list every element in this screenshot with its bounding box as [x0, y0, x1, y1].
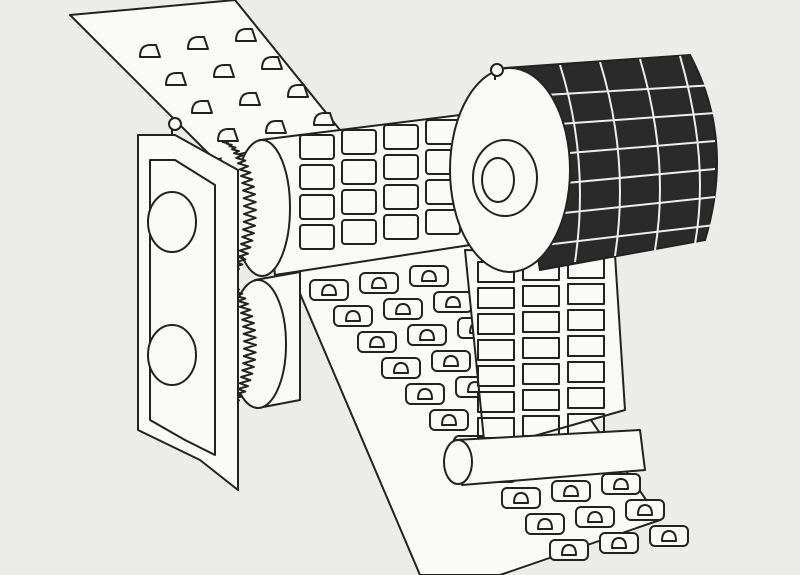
side-frame [137, 117, 239, 491]
blister-pocket [395, 303, 411, 315]
blister-pocket [611, 537, 627, 549]
blister-cell [381, 357, 421, 379]
guide-roller [443, 429, 646, 486]
blister-pocket [369, 336, 385, 348]
blister-cell [551, 480, 591, 502]
foil-cell [567, 361, 605, 383]
blister-pocket [445, 296, 461, 308]
foil-cell [477, 365, 515, 387]
seal-grid-line [544, 196, 716, 216]
blister-cell [575, 506, 615, 528]
forming-cavity [383, 184, 419, 210]
blister-cell [357, 331, 397, 353]
blister-pocket [235, 28, 257, 42]
foil-cell [522, 285, 560, 307]
blister-pocket [139, 44, 161, 58]
forming-cavity [299, 134, 335, 160]
forming-cavity [299, 164, 335, 190]
seal-grid-line [544, 84, 716, 96]
blister-pocket [419, 329, 435, 341]
lidding-foil-web [464, 249, 626, 451]
foil-cell [522, 389, 560, 411]
blister-pocket [441, 414, 457, 426]
blister-pocket [287, 84, 309, 98]
foil-cell [477, 339, 515, 361]
blister-pocket [191, 100, 213, 114]
seal-grid-line [544, 140, 716, 156]
blister-cell [409, 265, 449, 287]
forming-cavity [383, 154, 419, 180]
blister-web [289, 244, 689, 575]
blister-cell [407, 324, 447, 346]
forming-cavity [341, 219, 377, 245]
seal-grid-line [559, 64, 581, 263]
blister-cell [525, 513, 565, 535]
blister-pocket [217, 128, 239, 142]
blister-pocket [637, 504, 653, 516]
blister-pocket [537, 518, 553, 530]
blister-cell [549, 539, 589, 561]
forming-cavity [299, 224, 335, 250]
blister-pocket [443, 355, 459, 367]
seal-grid-line [544, 112, 716, 126]
foil-cell [567, 283, 605, 305]
blister-cell [333, 305, 373, 327]
blister-pocket [345, 310, 361, 322]
forming-cavity [383, 124, 419, 150]
foil-cell [477, 287, 515, 309]
forming-cavity [341, 159, 377, 185]
foil-cell [567, 387, 605, 409]
blister-pocket [563, 485, 579, 497]
seal-grid-line [639, 58, 661, 251]
blister-cell [383, 298, 423, 320]
forming-cavity [341, 189, 377, 215]
blister-cell [501, 487, 541, 509]
blister-pocket [213, 64, 235, 78]
blister-pocket [165, 72, 187, 86]
blister-cell [599, 532, 639, 554]
blister-cell [649, 525, 689, 547]
foil-cell [522, 363, 560, 385]
sealing-drum [449, 53, 718, 273]
seal-grid-line [679, 55, 701, 245]
blister-pocket [513, 492, 529, 504]
blister-pocket [321, 284, 337, 296]
blister-pocket [661, 530, 677, 542]
blister-pocket [187, 36, 209, 50]
blister-pocket [587, 511, 603, 523]
forming-cavity [341, 129, 377, 155]
blister-cell [359, 272, 399, 294]
blister-pocket [613, 478, 629, 490]
seal-grid-line [544, 168, 716, 186]
blister-pocket [421, 270, 437, 282]
forming-cavity [299, 194, 335, 220]
blister-cell [431, 350, 471, 372]
foil-cell [477, 313, 515, 335]
blister-cell [601, 473, 641, 495]
seal-grid-line [599, 61, 621, 257]
incoming-film-strip [69, 0, 341, 161]
blister-pocket [313, 112, 335, 126]
blister-pocket [261, 56, 283, 70]
foil-cell [567, 309, 605, 331]
blister-cell [433, 291, 473, 313]
seal-grid-line [544, 224, 716, 246]
foil-cell [477, 391, 515, 413]
blister-cell [405, 383, 445, 405]
blister-cell [429, 409, 469, 431]
blister-pocket [417, 388, 433, 400]
forming-cavity [383, 214, 419, 240]
foil-cell [567, 335, 605, 357]
blister-pocket [561, 544, 577, 556]
blister-cell [625, 499, 665, 521]
blister-pocket [265, 120, 287, 134]
blister-pocket [393, 362, 409, 374]
foil-cell [522, 311, 560, 333]
blister-cell [309, 279, 349, 301]
blister-pocket [371, 277, 387, 289]
blister-pocket [239, 92, 261, 106]
foil-cell [522, 337, 560, 359]
